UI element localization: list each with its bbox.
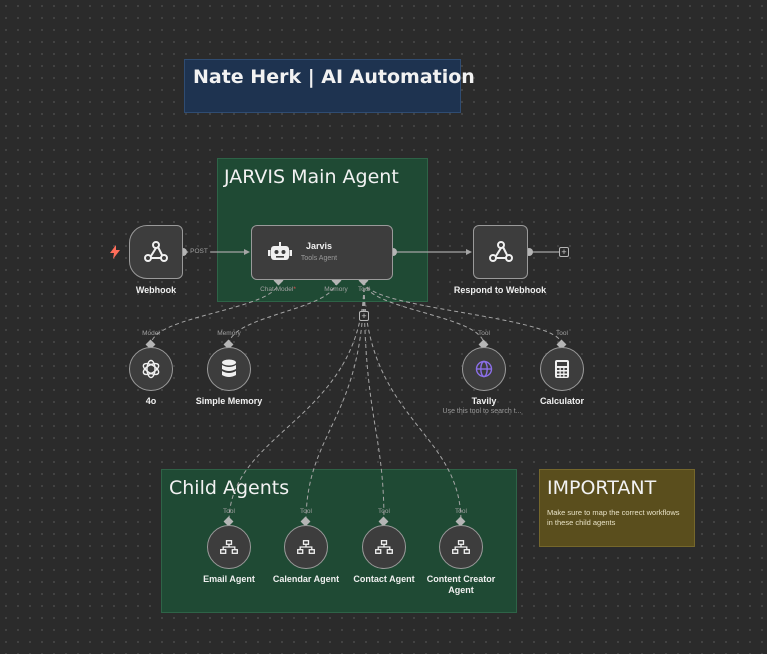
globe-icon bbox=[475, 360, 493, 378]
respond-to-webhook-label: Respond to Webhook bbox=[453, 285, 547, 295]
database-icon bbox=[222, 359, 236, 377]
contact-agent-label: Contact Agent bbox=[353, 574, 415, 584]
important-note-title: IMPORTANT bbox=[547, 477, 657, 499]
jarvis-subtitle: Tools Agent bbox=[300, 255, 338, 262]
webhook-output-label: POST bbox=[188, 248, 210, 255]
jarvis-agent-node[interactable] bbox=[251, 225, 393, 280]
connection-memory bbox=[228, 280, 337, 346]
calendar-agent-node[interactable] bbox=[284, 525, 328, 569]
sticky-note-title[interactable]: Nate Herk | AI Automation bbox=[184, 59, 475, 113]
tavily-port-label: Tool bbox=[478, 330, 490, 337]
webhook-label: Webhook bbox=[135, 285, 177, 295]
important-note-body: Make sure to map the correct workflows i… bbox=[547, 508, 680, 527]
jarvis-title: Jarvis bbox=[305, 241, 333, 251]
model-4o-label: 4o bbox=[145, 396, 157, 406]
sitemap-icon bbox=[297, 540, 315, 554]
sitemap-icon bbox=[375, 540, 393, 554]
openai-model-node[interactable] bbox=[129, 347, 173, 391]
content-creator-label-line1: Content Creator bbox=[426, 574, 496, 584]
port-email-agent bbox=[223, 516, 234, 527]
respond-to-webhook-node[interactable] bbox=[473, 225, 528, 279]
calculator-label: Calculator bbox=[539, 396, 585, 406]
child-agents-note-text: Child Agents bbox=[169, 477, 290, 499]
lightning-bolt-icon bbox=[110, 245, 120, 259]
webhook-icon bbox=[488, 241, 513, 262]
connection-contact-agent bbox=[363, 280, 385, 523]
tool-port-label: Tool bbox=[358, 286, 370, 293]
webhook-icon bbox=[144, 241, 168, 262]
contact-agent-node[interactable] bbox=[362, 525, 406, 569]
title-note-text: Nate Herk | AI Automation bbox=[193, 66, 475, 88]
email-agent-port-label: Tool bbox=[223, 508, 235, 515]
robot-icon bbox=[268, 241, 292, 260]
tavily-label: Tavily bbox=[471, 396, 497, 406]
calendar-agent-label: Calendar Agent bbox=[272, 574, 340, 584]
content-creator-label-line2: Agent bbox=[448, 585, 474, 595]
port-content-creator bbox=[455, 516, 466, 527]
connection-calendar-agent bbox=[305, 280, 365, 523]
memory-sub-port-label: Memory bbox=[217, 330, 241, 337]
connection-calculator bbox=[363, 280, 563, 346]
add-tool-button[interactable]: + bbox=[359, 311, 369, 321]
connection-content-creator bbox=[363, 280, 462, 523]
content-creator-agent-node[interactable] bbox=[439, 525, 483, 569]
calculator-port-label: Tool bbox=[556, 330, 568, 337]
connection-tavily bbox=[363, 280, 485, 346]
port-calendar-agent bbox=[300, 516, 311, 527]
port-4o bbox=[145, 339, 156, 350]
tavily-node[interactable] bbox=[462, 347, 506, 391]
port-contact-agent bbox=[378, 516, 389, 527]
email-agent-label: Email Agent bbox=[203, 574, 255, 584]
calendar-agent-port-label: Tool bbox=[300, 508, 312, 515]
simple-memory-node[interactable] bbox=[207, 347, 251, 391]
contact-agent-port-label: Tool bbox=[378, 508, 390, 515]
arrow-into-jarvis bbox=[244, 249, 250, 255]
port-tavily bbox=[478, 339, 489, 350]
chat-model-port-label: Chat Model* bbox=[260, 286, 296, 293]
port-calculator bbox=[556, 339, 567, 350]
connection-email-agent bbox=[228, 280, 365, 523]
openai-icon bbox=[142, 359, 160, 379]
sitemap-icon bbox=[452, 540, 470, 554]
webhook-node[interactable] bbox=[129, 225, 183, 279]
arrow-into-respond bbox=[466, 249, 472, 255]
port-simple-memory bbox=[223, 339, 234, 350]
simple-memory-label: Simple Memory bbox=[195, 396, 263, 406]
sticky-note-important[interactable]: IMPORTANT Make sure to map the correct w… bbox=[539, 469, 695, 547]
memory-port-label: Memory bbox=[324, 286, 348, 293]
add-node-button[interactable]: + bbox=[559, 247, 569, 257]
model-port-label: Model bbox=[142, 330, 160, 337]
email-agent-node[interactable] bbox=[207, 525, 251, 569]
calculator-icon bbox=[555, 360, 569, 378]
main-agent-note-text: JARVIS Main Agent bbox=[224, 166, 399, 188]
calculator-node[interactable] bbox=[540, 347, 584, 391]
sitemap-icon bbox=[220, 540, 238, 554]
content-creator-port-label: Tool bbox=[455, 508, 467, 515]
tavily-description: Use this tool to search t... bbox=[442, 408, 522, 415]
